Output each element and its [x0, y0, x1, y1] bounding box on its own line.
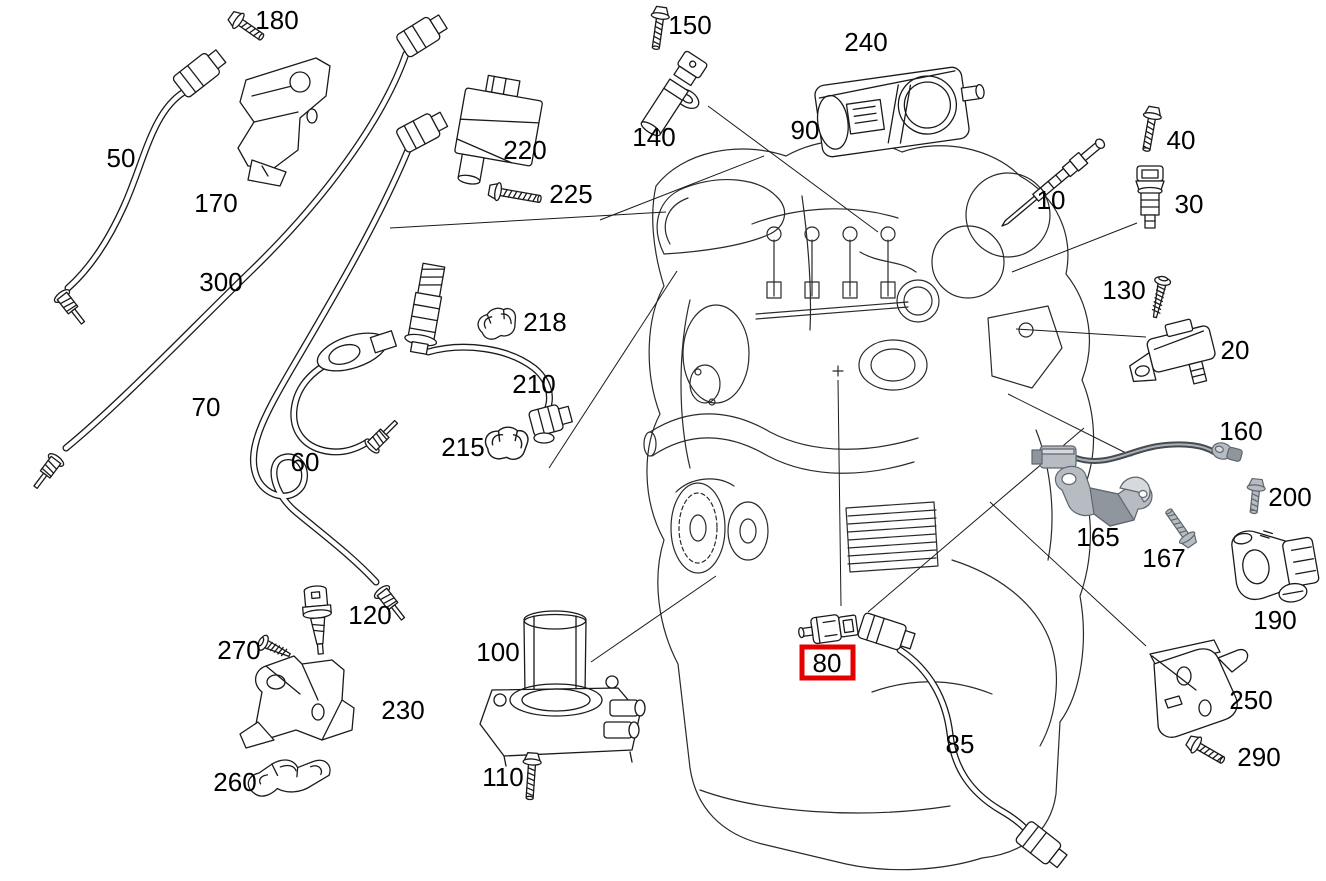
part-215-illustration[interactable]: [484, 425, 529, 462]
part-165-illustration[interactable]: [1054, 465, 1153, 527]
part-300-illustration[interactable]: [28, 11, 449, 493]
part-label-180[interactable]: 180: [255, 5, 298, 35]
part-70-illustration[interactable]: [249, 108, 450, 624]
part-label-50[interactable]: 50: [107, 143, 136, 173]
part-label-30[interactable]: 30: [1175, 189, 1204, 219]
part-30-illustration[interactable]: [1135, 165, 1165, 229]
leader-line: [1007, 393, 1133, 457]
part-270-illustration[interactable]: [256, 634, 293, 663]
part-40-illustration[interactable]: [1137, 105, 1162, 153]
part-100-illustration[interactable]: [479, 610, 646, 767]
part-260-illustration[interactable]: [246, 754, 333, 798]
part-label-140[interactable]: 140: [632, 122, 675, 152]
part-200-illustration[interactable]: [1245, 477, 1267, 515]
part-120-illustration[interactable]: [301, 585, 335, 655]
part-label-210[interactable]: 210: [512, 369, 555, 399]
part-80-illustration[interactable]: [797, 612, 859, 646]
part-label-165[interactable]: 165: [1076, 522, 1119, 552]
part-label-20[interactable]: 20: [1221, 335, 1250, 365]
part-label-240[interactable]: 240: [844, 27, 887, 57]
part-label-160[interactable]: 160: [1219, 416, 1262, 446]
leader-line: [548, 270, 678, 469]
part-110-illustration[interactable]: [521, 752, 542, 801]
part-label-225[interactable]: 225: [549, 179, 592, 209]
leader-line: [707, 105, 879, 233]
leader-line: [1011, 222, 1138, 273]
part-50-illustration[interactable]: [52, 46, 228, 328]
part-label-100[interactable]: 100: [476, 637, 519, 667]
part-label-300[interactable]: 300: [199, 267, 242, 297]
part-85-illustration[interactable]: [857, 612, 1070, 871]
part-230-illustration[interactable]: [239, 655, 355, 749]
part-label-90[interactable]: 90: [791, 115, 820, 145]
leader-line: [989, 501, 1147, 647]
engine-illustration: [643, 139, 1095, 871]
part-170-illustration[interactable]: [237, 57, 331, 187]
part-218-illustration[interactable]: [476, 305, 519, 341]
part-label-200[interactable]: 200: [1268, 482, 1311, 512]
part-160-illustration[interactable]: [1031, 441, 1243, 469]
part-label-220[interactable]: 220: [503, 135, 546, 165]
part-130-illustration[interactable]: [1147, 275, 1172, 319]
part-label-40[interactable]: 40: [1167, 125, 1196, 155]
leader-line: [837, 379, 842, 607]
part-label-70[interactable]: 70: [192, 392, 221, 422]
part-90-illustration[interactable]: [813, 63, 990, 158]
part-label-218[interactable]: 218: [523, 307, 566, 337]
part-label-110[interactable]: 110: [482, 762, 523, 792]
leader-line: [389, 211, 667, 229]
part-210-illustration[interactable]: [403, 262, 574, 444]
part-140-illustration[interactable]: [638, 50, 720, 146]
part-label-85[interactable]: 85: [946, 729, 975, 759]
part-250-illustration[interactable]: [1149, 639, 1249, 738]
part-220-illustration[interactable]: [450, 72, 546, 194]
part-label-150[interactable]: 150: [668, 10, 711, 40]
part-190-illustration[interactable]: [1228, 520, 1322, 611]
part-label-167[interactable]: 167: [1142, 543, 1185, 573]
part-label-260[interactable]: 260: [213, 767, 256, 797]
part-label-80[interactable]: 80: [813, 648, 842, 678]
part-290-illustration[interactable]: [1184, 733, 1228, 769]
part-label-10[interactable]: 10: [1037, 185, 1066, 215]
part-label-270[interactable]: 270: [217, 635, 260, 665]
part-10-illustration[interactable]: [998, 136, 1108, 232]
part-label-60[interactable]: 60: [291, 447, 320, 477]
part-label-130[interactable]: 130: [1102, 275, 1145, 305]
highlight-box: [799, 644, 856, 681]
part-150-illustration[interactable]: [647, 5, 671, 51]
part-label-230[interactable]: 230: [381, 695, 424, 725]
leader-line: [599, 155, 765, 221]
part-180-illustration[interactable]: [226, 8, 268, 45]
part-label-190[interactable]: 190: [1253, 605, 1296, 635]
part-label-170[interactable]: 170: [194, 188, 237, 218]
part-label-290[interactable]: 290: [1237, 742, 1280, 772]
part-label-250[interactable]: 250: [1229, 685, 1272, 715]
part-225-illustration[interactable]: [487, 181, 543, 208]
part-167-illustration[interactable]: [1161, 505, 1200, 550]
part-20-illustration[interactable]: [1122, 315, 1221, 398]
part-60-illustration[interactable]: [290, 323, 403, 456]
leader-line: [590, 575, 717, 663]
leader-line: [1015, 328, 1147, 338]
part-label-215[interactable]: 215: [441, 432, 484, 462]
part-label-120[interactable]: 120: [348, 600, 391, 630]
